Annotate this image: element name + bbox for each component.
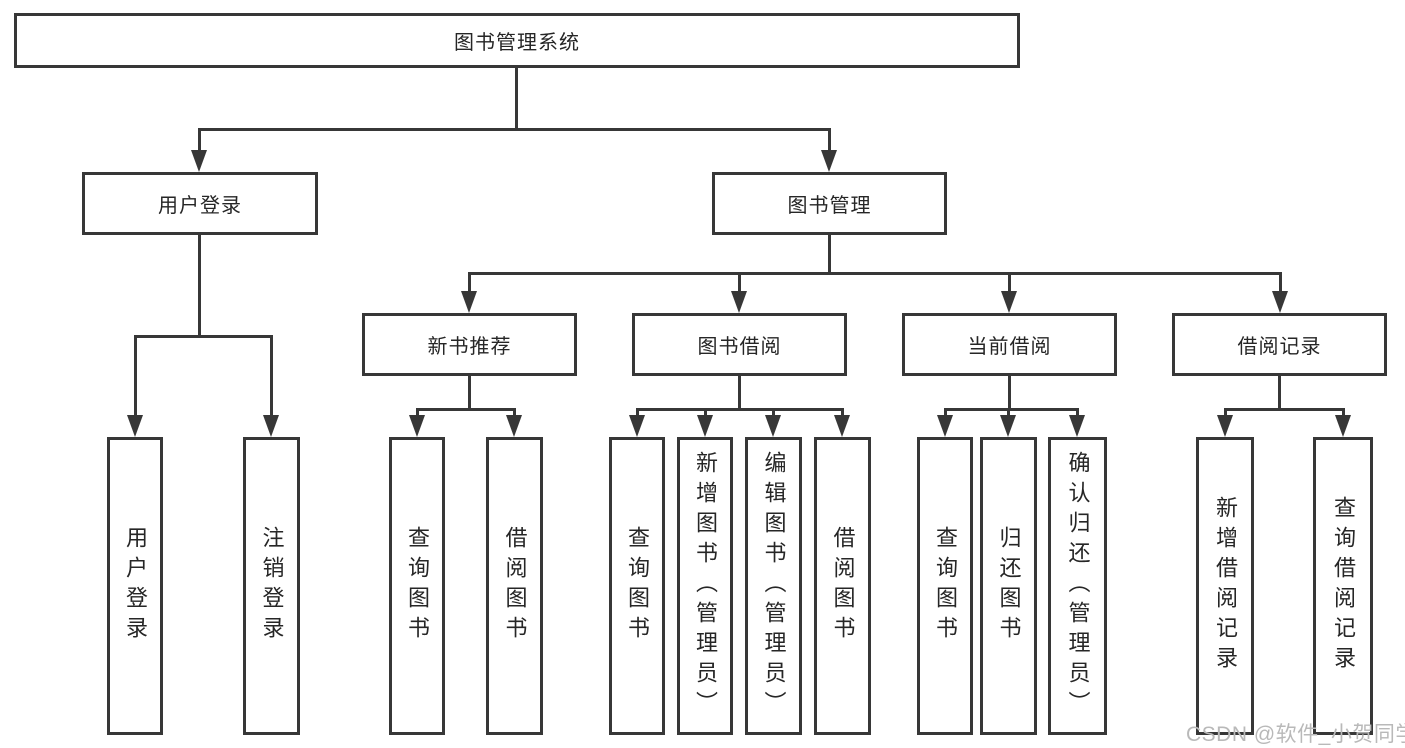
connector-arrowhead: [506, 415, 522, 437]
leaf-edit-book-admin: 编辑图书（管理员）: [745, 437, 802, 735]
connector-arrowhead: [1000, 415, 1016, 437]
connector-line: [1224, 408, 1345, 411]
connector-line: [468, 376, 471, 410]
connector-line: [198, 128, 201, 154]
connector-arrowhead: [127, 415, 143, 437]
connector-arrowhead: [731, 291, 747, 313]
leaf-borrow-book-recommend: 借阅图书: [486, 437, 543, 735]
node-new-book-recommend: 新书推荐: [362, 313, 577, 376]
connector-arrowhead: [1001, 291, 1017, 313]
leaf-return-book: 归还图书: [980, 437, 1037, 735]
node-current-borrow: 当前借阅: [902, 313, 1117, 376]
connector-arrowhead: [834, 415, 850, 437]
connector-line: [828, 235, 831, 274]
leaf-query-book-current: 查询图书: [917, 437, 973, 735]
connector-line: [468, 272, 471, 295]
connector-arrowhead: [191, 150, 207, 172]
connector-arrowhead: [1069, 415, 1085, 437]
connector-arrowhead: [765, 415, 781, 437]
connector-line: [636, 408, 844, 411]
connector-line: [944, 408, 947, 419]
connector-arrowhead: [1272, 291, 1288, 313]
connector-arrowhead: [461, 291, 477, 313]
connector-line: [468, 272, 1282, 275]
leaf-add-book-admin: 新增图书（管理员）: [677, 437, 733, 735]
leaf-user-login: 用户登录: [107, 437, 163, 735]
node-user-login: 用户登录: [82, 172, 318, 235]
connector-line: [134, 335, 273, 338]
node-book-management: 图书管理: [712, 172, 947, 235]
leaf-query-borrow-record: 查询借阅记录: [1313, 437, 1373, 735]
connector-line: [198, 235, 201, 336]
connector-line: [416, 408, 516, 411]
connector-line: [1008, 272, 1011, 295]
connector-line: [270, 335, 273, 419]
connector-line: [1008, 376, 1011, 410]
leaf-query-book-borrow: 查询图书: [609, 437, 665, 735]
leaf-add-borrow-record: 新增借阅记录: [1196, 437, 1254, 735]
connector-line: [198, 128, 831, 131]
connector-arrowhead: [697, 415, 713, 437]
leaf-borrow-book: 借阅图书: [814, 437, 871, 735]
connector-line: [134, 335, 137, 419]
connector-arrowhead: [263, 415, 279, 437]
connector-line: [1279, 272, 1282, 295]
connector-arrowhead: [409, 415, 425, 437]
connector-line: [772, 408, 775, 419]
connector-arrowhead: [821, 150, 837, 172]
connector-line: [944, 408, 1079, 411]
connector-line: [738, 272, 741, 295]
connector-line: [738, 376, 741, 410]
node-book-borrow: 图书借阅: [632, 313, 847, 376]
connector-line: [828, 128, 831, 154]
leaf-confirm-return-admin: 确认归还（管理员）: [1048, 437, 1107, 735]
connector-line: [841, 408, 844, 419]
connector-arrowhead: [937, 415, 953, 437]
connector-arrowhead: [1217, 415, 1233, 437]
connector-line: [636, 408, 639, 419]
connector-line: [515, 68, 518, 130]
leaf-query-book-recommend: 查询图书: [389, 437, 445, 735]
watermark: CSDN @软件_小贺同学: [1186, 723, 1405, 746]
leaf-logout-login: 注销登录: [243, 437, 300, 735]
connector-line: [1007, 408, 1010, 419]
connector-line: [1278, 376, 1281, 410]
connector-arrowhead: [1335, 415, 1351, 437]
connector-line: [1342, 408, 1345, 419]
node-borrow-records: 借阅记录: [1172, 313, 1387, 376]
node-root: 图书管理系统: [14, 13, 1020, 68]
connector-line: [513, 408, 516, 419]
connector-arrowhead: [629, 415, 645, 437]
connector-line: [1224, 408, 1227, 419]
connector-line: [704, 408, 707, 419]
connector-line: [1076, 408, 1079, 419]
connector-line: [416, 408, 419, 419]
